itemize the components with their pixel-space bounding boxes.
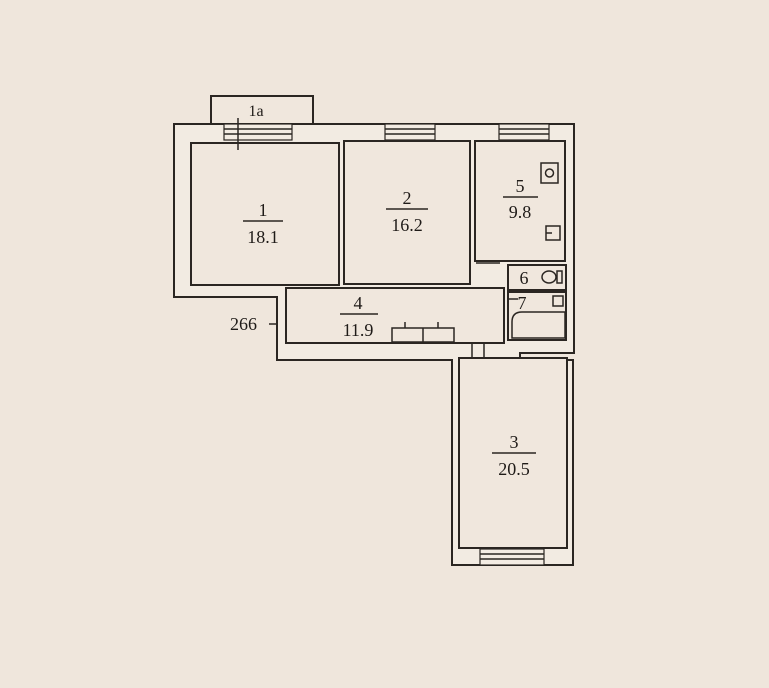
window [498,123,550,141]
windows [223,118,550,566]
room-2-area: 16.2 [391,215,423,235]
balcony-1a: 1a [210,95,314,125]
window [223,118,293,150]
window [384,123,436,141]
toilet-icon [541,270,563,284]
dimension-label: 266 [230,314,257,334]
window [479,548,545,566]
room-1: 1 18.1 [190,142,340,286]
room-1-number: 1 [259,200,268,220]
room-7-number: 7 [518,293,527,313]
room-6-number: 6 [520,268,529,288]
room-6: 6 [507,264,567,291]
room-3-number: 3 [510,432,519,452]
room-4: 4 11.9 [285,287,505,344]
room-4-number: 4 [354,293,363,313]
room-1-area: 18.1 [247,227,279,247]
stove-icon [540,162,559,184]
room-5-area: 9.8 [509,202,532,222]
room-7: 7 [507,291,567,341]
washbasin-icon [552,295,564,307]
interior-marks [285,262,518,358]
room-4-area: 11.9 [343,320,374,340]
room-2: 2 16.2 [343,140,471,285]
room-3-area: 20.5 [498,459,530,479]
room-3: 3 20.5 [458,357,568,549]
balcony-label: 1a [248,103,263,120]
bathtub-icon [511,311,566,339]
sink-icon [545,225,561,241]
room-5-number: 5 [516,176,525,196]
room-5: 5 9.8 [474,140,566,262]
room-2-number: 2 [403,188,412,208]
built-in-closet [391,322,455,343]
